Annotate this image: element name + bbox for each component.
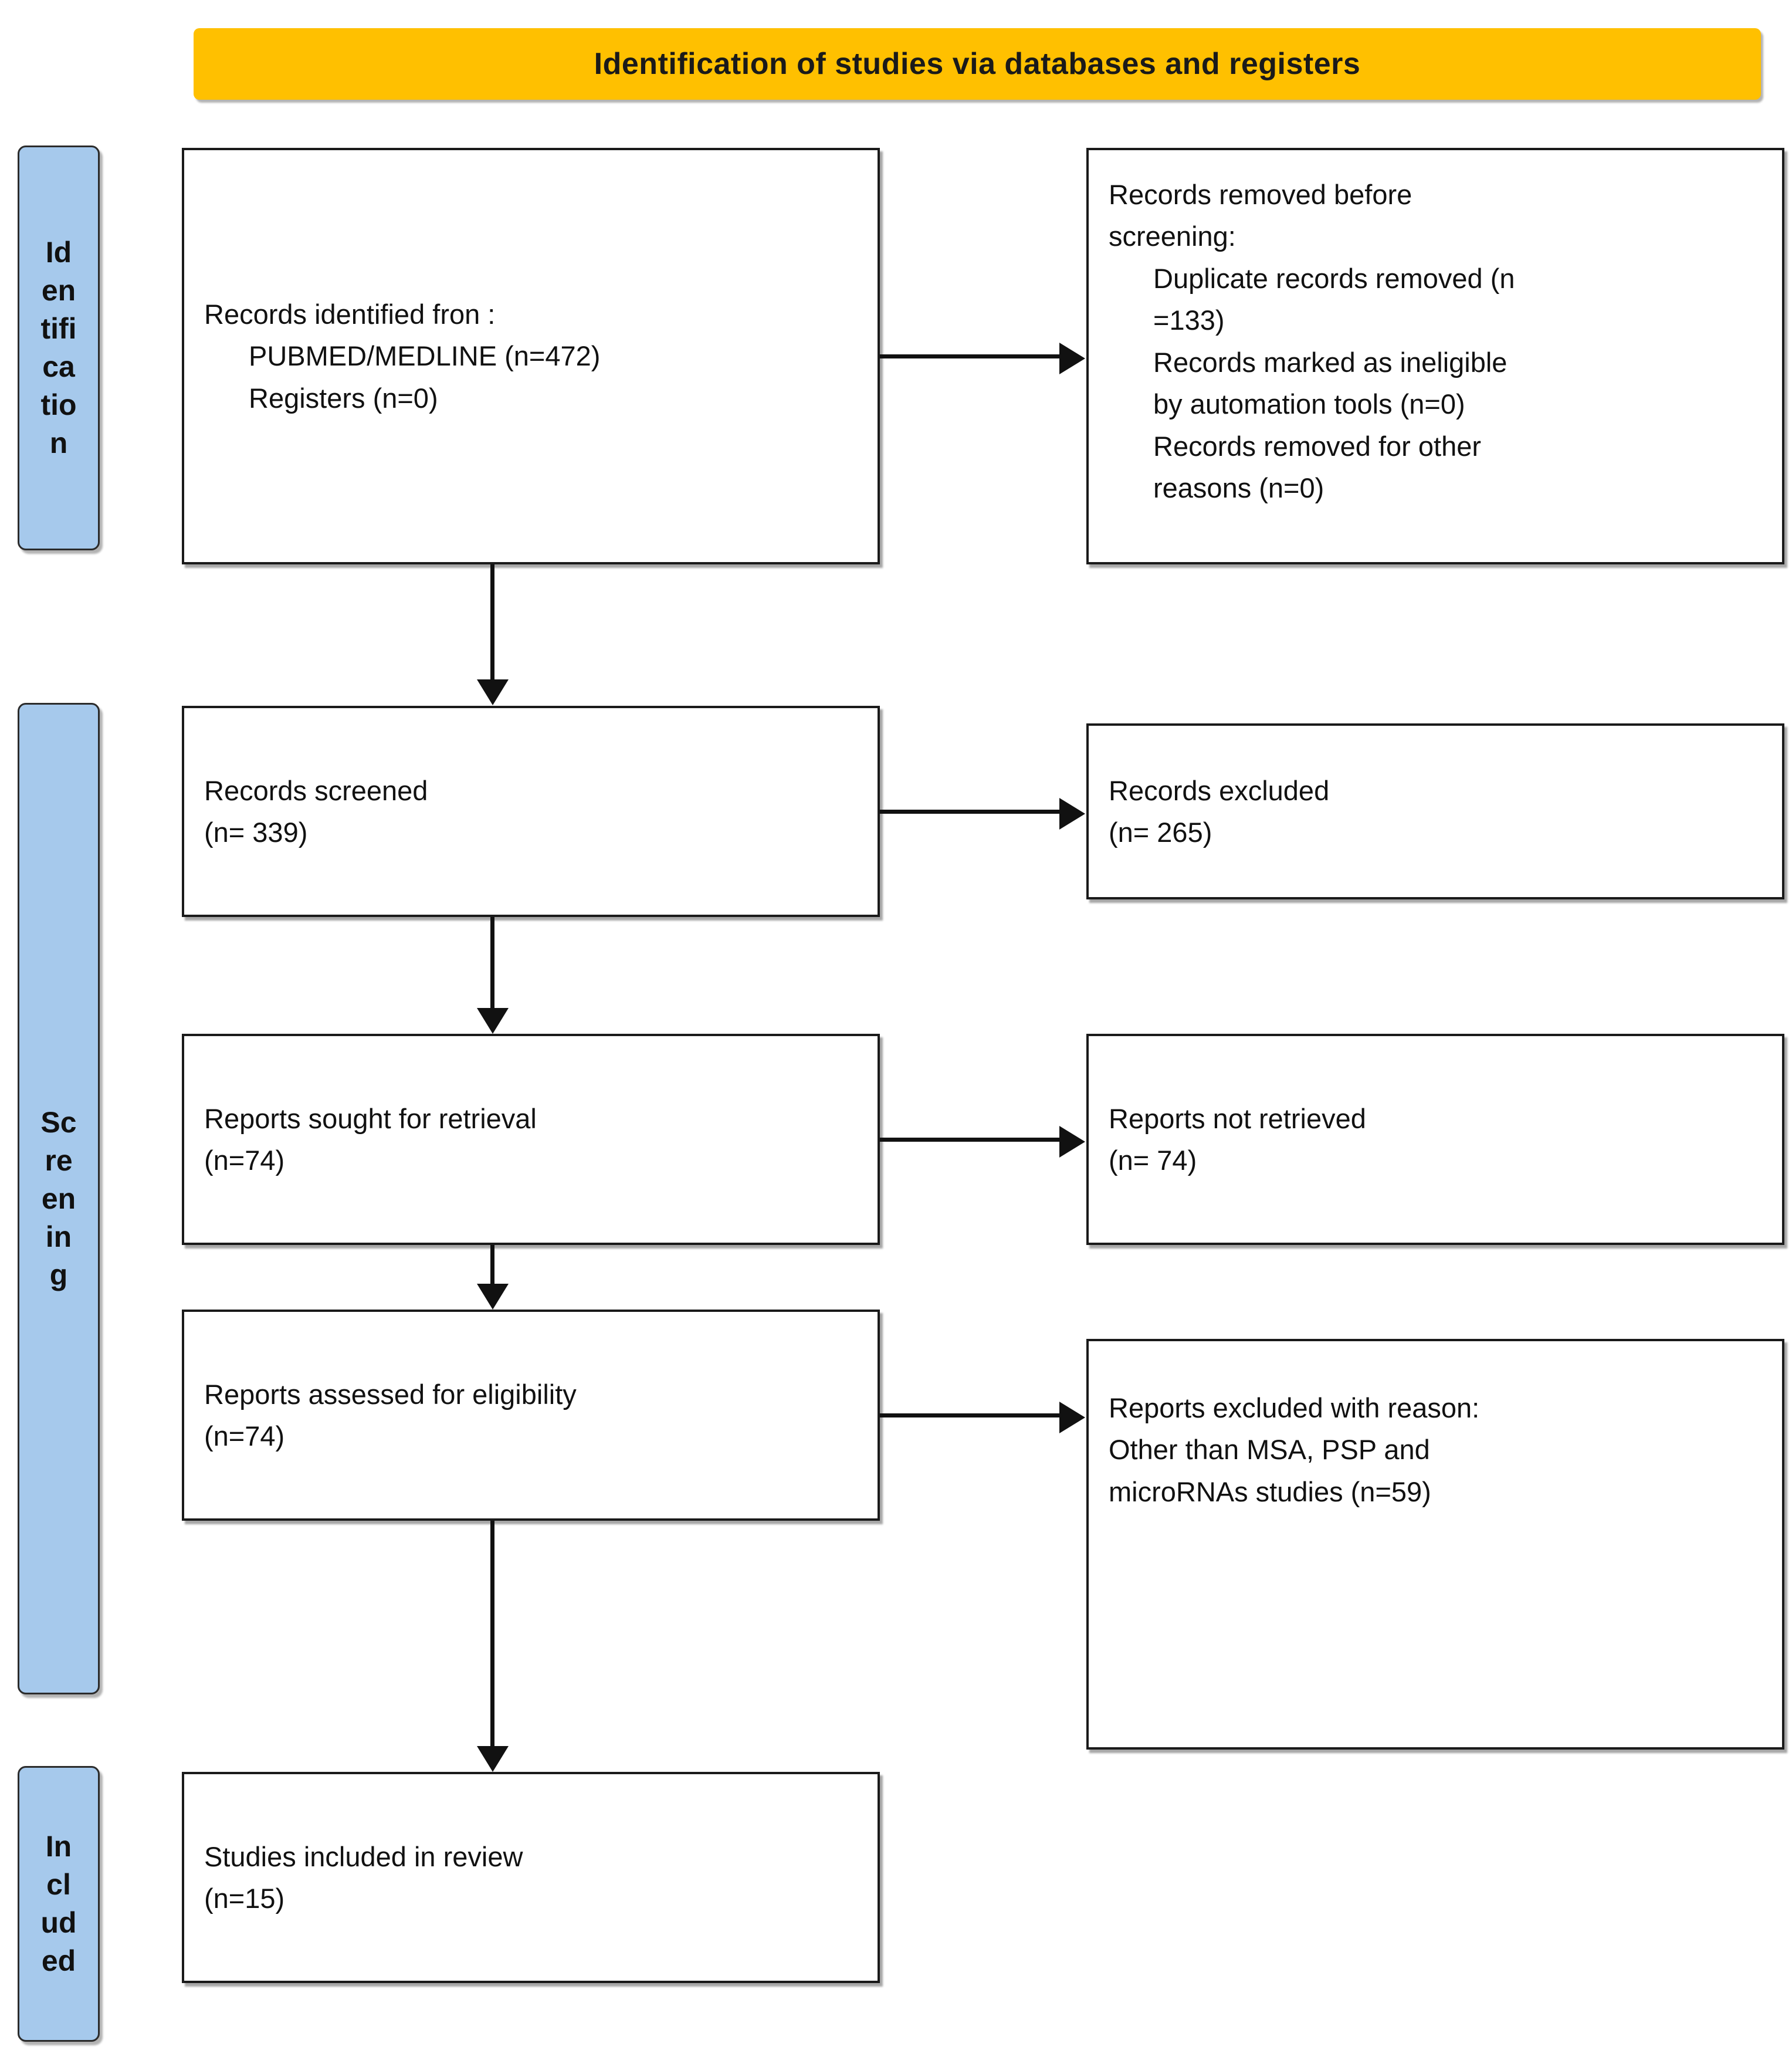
- arrowhead-down-to-screened: [477, 679, 509, 705]
- studies-included-label: Studies included in review: [204, 1841, 523, 1872]
- records-removed-colon: :: [1228, 221, 1236, 252]
- records-removed-heading-italic: before: [1334, 179, 1412, 210]
- reports-sought-count: (n=74): [204, 1145, 285, 1176]
- reports-not-retrieved-label: Reports not retrieved: [1109, 1102, 1366, 1134]
- records-excluded-label: Records excluded: [1109, 774, 1330, 806]
- connector-identified-to-screened: [490, 564, 494, 682]
- records-removed-heading-plain: Records removed: [1109, 179, 1334, 210]
- stage-included-text: Included: [40, 1830, 77, 1977]
- connector-sought-to-not-retrieved: [880, 1138, 1062, 1142]
- box-reports-not-retrieved: Reports not retrieved (n= 74): [1086, 1034, 1784, 1245]
- arrowhead-right-to-excluded: [1059, 798, 1085, 830]
- stage-screening-text: Screening: [40, 1105, 77, 1291]
- reports-excluded-reason-line3: microRNAs studies (n=59): [1109, 1476, 1431, 1507]
- records-removed-other-line2: reasons (n=0): [1153, 472, 1324, 504]
- records-screened-label: Records screened: [204, 774, 428, 806]
- connector-sought-to-assessed: [490, 1245, 494, 1286]
- duplicate-records-removed: Duplicate records removed (n: [1153, 262, 1515, 294]
- records-identified-heading: Records identified fron :: [204, 298, 496, 330]
- header-title: Identification of studies via databases …: [594, 47, 1361, 81]
- reports-excluded-reason-heading: Reports excluded with reason:: [1109, 1392, 1480, 1423]
- arrowhead-down-to-sought: [477, 1008, 509, 1034]
- box-reports-excluded-with-reason: Reports excluded with reason: Other than…: [1086, 1339, 1784, 1750]
- connector-assessed-to-excluded-reason: [880, 1413, 1062, 1417]
- box-records-screened: Records screened (n= 339): [182, 706, 880, 917]
- reports-excluded-reason-line2: Other than MSA, PSP and: [1109, 1434, 1430, 1466]
- arrowhead-right-to-excluded-reason: [1059, 1402, 1085, 1433]
- arrowhead-right-to-removed: [1059, 343, 1085, 374]
- box-reports-assessed-for-eligibility: Reports assessed for eligibility (n=74): [182, 1310, 880, 1521]
- stage-label-included: Included: [18, 1766, 100, 2042]
- box-reports-sought-for-retrieval: Reports sought for retrieval (n=74): [182, 1034, 880, 1245]
- arrowhead-down-to-assessed: [477, 1284, 509, 1310]
- connector-assessed-to-included: [490, 1521, 494, 1748]
- header-banner: Identification of studies via databases …: [194, 28, 1761, 100]
- studies-included-count: (n=15): [204, 1883, 285, 1914]
- reports-not-retrieved-count: (n= 74): [1109, 1145, 1197, 1176]
- arrowhead-right-to-not-retrieved: [1059, 1126, 1085, 1158]
- records-removed-heading-line2: screening:: [1109, 215, 1762, 257]
- reports-assessed-label: Reports assessed for eligibility: [204, 1378, 577, 1410]
- box-studies-included-in-review: Studies included in review (n=15): [182, 1772, 880, 1983]
- connector-screened-to-sought: [490, 917, 494, 1011]
- records-identified-registers: Registers (n=0): [249, 382, 438, 414]
- arrowhead-down-to-included: [477, 1746, 509, 1772]
- duplicate-records-count: =133): [1153, 305, 1225, 336]
- box-records-excluded: Records excluded (n= 265): [1086, 723, 1784, 899]
- records-screened-count: (n= 339): [204, 817, 308, 848]
- records-identified-pubmed: PUBMED/MEDLINE (n=472): [249, 340, 601, 372]
- box-records-identified: Records identified fron : PUBMED/MEDLINE…: [182, 148, 880, 564]
- records-ineligible-line2: by automation tools (n=0): [1153, 388, 1465, 420]
- records-removed-other-line1: Records removed for other: [1153, 430, 1482, 462]
- connector-screened-to-excluded: [880, 810, 1062, 814]
- reports-assessed-count: (n=74): [204, 1420, 285, 1452]
- records-excluded-count: (n= 265): [1109, 817, 1212, 848]
- records-ineligible-line1: Records marked as ineligible: [1153, 346, 1508, 378]
- records-removed-screening-italic: screening: [1109, 221, 1228, 252]
- connector-identified-to-removed: [880, 354, 1062, 358]
- stage-identification-text: Identification: [40, 236, 77, 459]
- records-removed-heading: Records removed before: [1109, 174, 1762, 215]
- reports-sought-label: Reports sought for retrieval: [204, 1102, 537, 1134]
- stage-label-identification: Identification: [18, 146, 100, 550]
- stage-label-screening: Screening: [18, 703, 100, 1694]
- box-records-removed-before-screening: Records removed before screening: Duplic…: [1086, 148, 1784, 564]
